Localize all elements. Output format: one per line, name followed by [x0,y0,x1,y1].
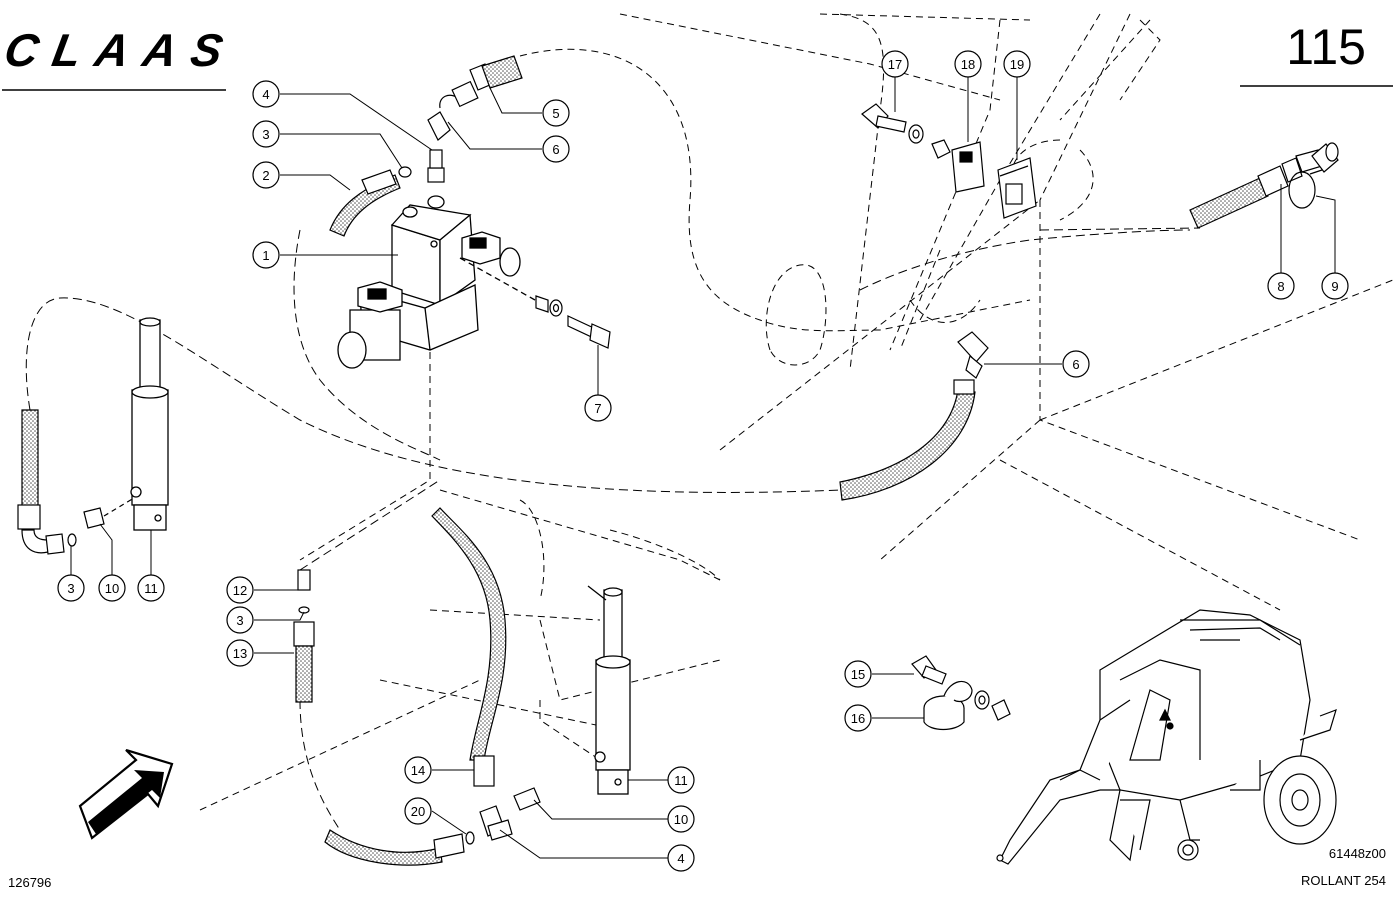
callout-14: 14 [404,756,432,784]
svg-text:4: 4 [262,87,269,102]
hose-14-end [473,755,495,787]
direction-arrow [78,748,174,840]
svg-text:3: 3 [236,613,243,628]
valve-mounting-hardware [535,295,611,349]
frame-outline-dashed [199,13,1393,811]
svg-text:18: 18 [961,57,975,72]
callout-10-right: 10 [667,805,695,833]
callout-2: 2 [252,161,280,189]
callout-18: 18 [954,50,982,78]
callout-8: 8 [1267,272,1295,300]
svg-text:17: 17 [888,57,902,72]
page-number: 115 [1286,19,1366,75]
callout-17: 17 [881,50,909,78]
svg-text:16: 16 [851,711,865,726]
svg-text:20: 20 [411,804,425,819]
hose-top [481,55,523,89]
callout-5: 5 [542,99,570,127]
fittings-12-13 [293,569,315,647]
hose-mid-end [953,379,975,395]
callouts: 1 2 3 4 5 6 7 17 18 19 8 9 6 3 10 11 12 … [57,50,1349,872]
swivel-joint-hardware [911,655,1011,731]
drawing-number: 126796 [8,875,51,890]
svg-text:10: 10 [674,812,688,827]
callout-11-right: 11 [667,766,695,794]
callout-13: 13 [226,639,254,667]
svg-text:3: 3 [262,127,269,142]
callout-6-mid: 6 [1062,350,1090,378]
callout-15: 15 [844,660,872,688]
svg-text:15: 15 [851,667,865,682]
svg-text:13: 13 [233,646,247,661]
cylinder-left [130,317,169,531]
model-name: ROLLANT 254 [1301,873,1386,888]
hose-bottom [324,829,443,866]
figure-code: 61448z00 [1329,846,1386,861]
callout-11-left: 11 [137,574,165,602]
hose-left-valve [329,174,401,237]
svg-text:19: 19 [1010,57,1024,72]
hose-lower-vertical [295,645,313,703]
valve-top-fittings [398,63,493,183]
svg-text:5: 5 [552,106,559,121]
callout-7: 7 [584,394,612,422]
callout-19: 19 [1003,50,1031,78]
svg-text:14: 14 [411,763,425,778]
callout-6-top: 6 [542,135,570,163]
footer: 126796 61448z00 ROLLANT 254 [8,846,1386,890]
callout-16: 16 [844,704,872,732]
baler-overview-sketch [996,609,1337,865]
callout-leaders [70,77,1336,859]
svg-text:10: 10 [105,581,119,596]
elbow-fitting-mid [957,331,989,379]
svg-text:2: 2 [262,168,269,183]
callout-4-top: 4 [252,80,280,108]
hose-left-valve-nut [361,169,397,195]
callout-9: 9 [1321,272,1349,300]
svg-text:6: 6 [1072,357,1079,372]
svg-text:7: 7 [594,401,601,416]
callout-12: 12 [226,576,254,604]
cylinder-right [587,585,631,795]
svg-text:11: 11 [144,581,158,596]
brand-logo: CLAAS [1,24,230,76]
callout-1: 1 [252,241,280,269]
hose-route-dashed [25,227,1201,831]
hose-14 [431,507,507,761]
svg-text:6: 6 [552,142,559,157]
hose-mid-long [839,389,976,501]
callout-4-right: 4 [667,844,695,872]
svg-text:3: 3 [67,581,74,596]
hose-left-fittings [17,497,135,555]
callout-10-left: 10 [98,574,126,602]
callout-20: 20 [404,797,432,825]
svg-text:8: 8 [1277,279,1284,294]
svg-text:4: 4 [677,851,684,866]
hose-left-vertical [21,409,39,511]
svg-text:9: 9 [1331,279,1338,294]
svg-text:1: 1 [262,248,269,263]
svg-text:12: 12 [233,583,247,598]
callout-3-lower: 3 [226,606,254,634]
svg-text:11: 11 [674,773,688,788]
bracket-hardware-set [861,103,1037,219]
hose-right-top [1189,177,1269,229]
solenoid-valve-block [337,195,536,369]
callout-3-top: 3 [252,120,280,148]
dust-cap [1288,142,1339,209]
callout-3-left: 3 [57,574,85,602]
